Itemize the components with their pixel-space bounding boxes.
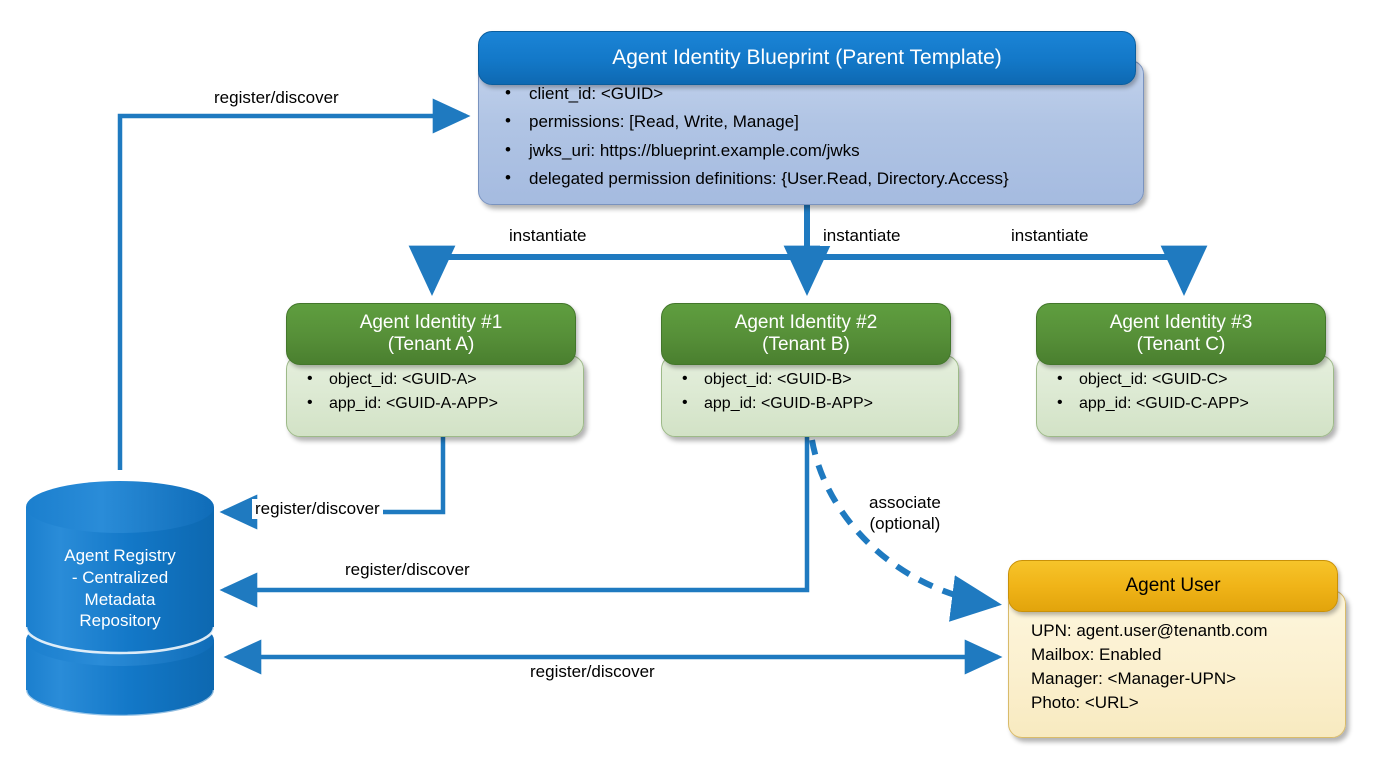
agent-identity-attribute: app_id: <GUID-B-APP> xyxy=(678,393,958,415)
edge-instantiate-bus xyxy=(408,205,1208,296)
registry-label-line2: - Centralized xyxy=(71,567,169,587)
agent-identity-attribute: app_id: <GUID-A-APP> xyxy=(303,393,583,415)
agent-user-attribute: Manager: <Manager-UPN> xyxy=(1031,669,1237,689)
agent-identity-3-attribute-list: object_id: <GUID-C> app_id: <GUID-C-APP> xyxy=(1053,369,1333,415)
associate-label-line1: associate xyxy=(869,493,941,512)
edge-label-instantiate-2: instantiate xyxy=(820,226,904,247)
edge-label-instantiate-3: instantiate xyxy=(1008,226,1092,247)
blueprint-attribute: permissions: [Read, Write, Manage] xyxy=(501,110,1143,133)
agent-identity-1-attribute-list: object_id: <GUID-A> app_id: <GUID-A-APP> xyxy=(303,369,583,415)
associate-label-line2: (optional) xyxy=(869,514,941,534)
blueprint-attribute: delegated permission definitions: {User.… xyxy=(501,167,1143,190)
agent-identity-2-body: object_id: <GUID-B> app_id: <GUID-B-APP> xyxy=(661,355,959,437)
edge-label-register-discover-identity1: register/discover xyxy=(252,499,383,520)
agent-user-attribute: UPN: agent.user@tenantb.com xyxy=(1031,621,1268,640)
agent-user-attribute: Mailbox: Enabled xyxy=(1031,645,1162,665)
edge-label-register-discover-top: register/discover xyxy=(211,88,342,109)
agent-identity-2-title: Agent Identity #2 (Tenant B) xyxy=(661,303,951,365)
agent-identity-2-title-line2: (Tenant B) xyxy=(762,334,850,355)
agent-identity-1-body: object_id: <GUID-A> app_id: <GUID-A-APP> xyxy=(286,355,584,437)
registry-label-line3: Metadata xyxy=(84,589,156,609)
blueprint-attribute-list: client_id: <GUID> permissions: [Read, Wr… xyxy=(501,82,1143,191)
agent-identity-attribute: object_id: <GUID-C> xyxy=(1053,369,1333,391)
agent-registry-label: Agent Registry - Centralized Metadata Re… xyxy=(26,545,214,632)
agent-identity-attribute: object_id: <GUID-B> xyxy=(678,369,958,391)
agent-registry-node: Agent Registry - Centralized Metadata Re… xyxy=(26,481,214,712)
agent-user-title: Agent User xyxy=(1008,560,1338,612)
blueprint-title: Agent Identity Blueprint (Parent Templat… xyxy=(478,31,1136,85)
agent-identity-3-title-line2: (Tenant C) xyxy=(1136,334,1226,355)
agent-identity-3-body: object_id: <GUID-C> app_id: <GUID-C-APP> xyxy=(1036,355,1334,437)
blueprint-attribute: jwks_uri: https://blueprint.example.com/… xyxy=(501,139,1143,162)
edge-label-register-discover-identity2: register/discover xyxy=(342,560,473,581)
edge-label-instantiate-1: instantiate xyxy=(506,226,590,247)
registry-label-line1: Agent Registry xyxy=(64,546,176,565)
agent-identity-1-title-line2: (Tenant A) xyxy=(387,334,475,355)
registry-label-line4: Repository xyxy=(79,611,161,631)
agent-identity-2-title-line1: Agent Identity #2 xyxy=(734,311,878,333)
blueprint-attribute: client_id: <GUID> xyxy=(501,82,1143,105)
agent-user-body: UPN: agent.user@tenantb.com Mailbox: Ena… xyxy=(1008,590,1346,738)
edge-label-associate-optional: associate (optional) xyxy=(866,492,944,535)
agent-identity-1-title: Agent Identity #1 (Tenant A) xyxy=(286,303,576,365)
agent-identity-3-title: Agent Identity #3 (Tenant C) xyxy=(1036,303,1326,365)
agent-user-attribute-list: UPN: agent.user@tenantb.com Mailbox: Ena… xyxy=(1031,619,1345,716)
edge-label-register-discover-agent-user: register/discover xyxy=(527,662,658,683)
agent-identity-2-attribute-list: object_id: <GUID-B> app_id: <GUID-B-APP> xyxy=(678,369,958,415)
agent-user-attribute: Photo: <URL> xyxy=(1031,693,1139,713)
agent-identity-3-title-line1: Agent Identity #3 xyxy=(1109,311,1253,333)
agent-identity-1-title-line1: Agent Identity #1 xyxy=(359,311,503,333)
agent-identity-attribute: object_id: <GUID-A> xyxy=(303,369,583,391)
agent-identity-attribute: app_id: <GUID-C-APP> xyxy=(1053,393,1333,415)
